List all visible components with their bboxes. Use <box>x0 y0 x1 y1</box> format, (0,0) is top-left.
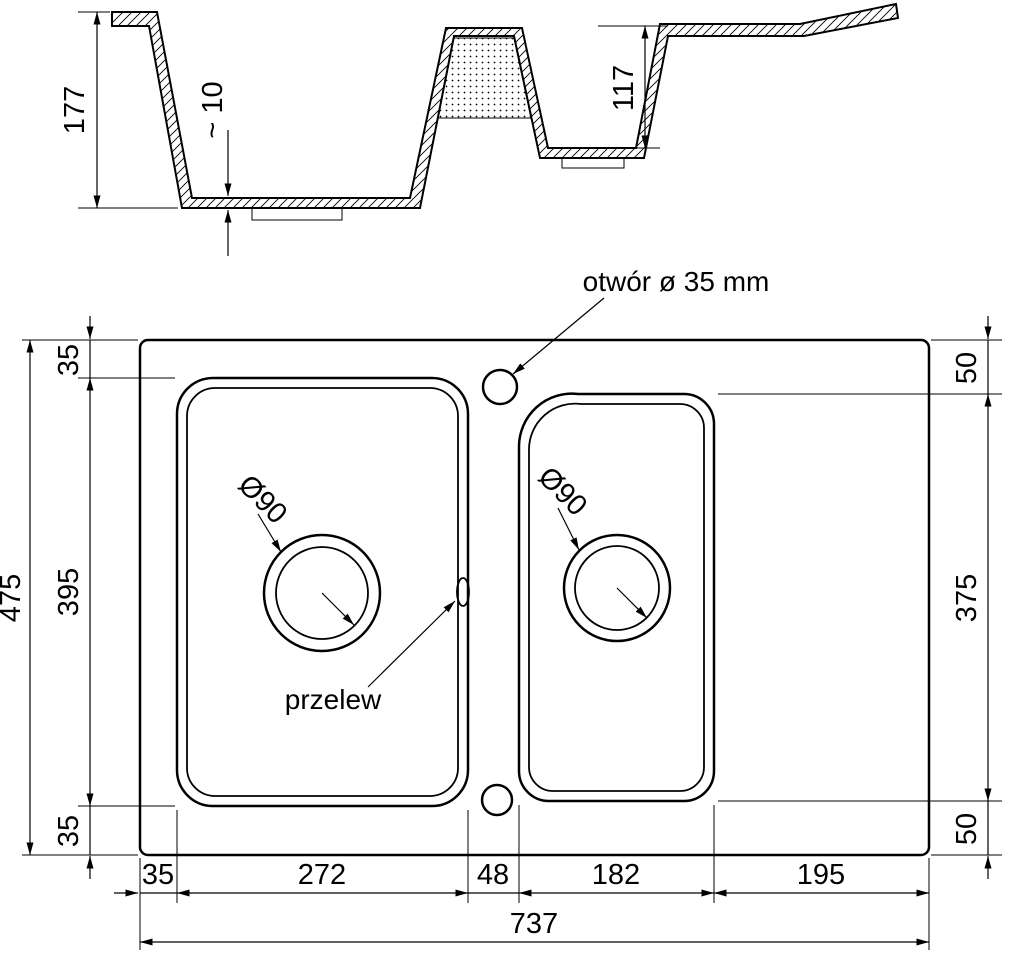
leader-line <box>557 507 580 551</box>
right-bowl-outer <box>517 392 716 803</box>
tap-hole-label: otwór ø 35 mm <box>583 266 770 297</box>
leader-line <box>616 587 648 619</box>
dim-wall-thickness-label: ~ 10 <box>197 81 229 138</box>
height-total-label: 475 <box>0 574 27 622</box>
dims-left: 475 35 395 35 <box>0 316 175 879</box>
section-material-profile <box>111 2 900 209</box>
overflow-label: przelew <box>285 684 382 715</box>
dims-right: 50 375 50 <box>718 316 1002 879</box>
section-view: 177 ~ 10 117 <box>59 2 900 256</box>
left-bottom-label: 35 <box>53 815 85 847</box>
dim-depth-secondary: 117 <box>598 25 668 149</box>
bottom-bowl-left-label: 272 <box>298 859 346 891</box>
left-drain-inner <box>275 546 369 640</box>
overflow-slot <box>456 577 470 607</box>
tap-hole <box>481 368 519 406</box>
right-drain-callout: Ø90 <box>532 461 648 619</box>
leader-line <box>367 600 456 688</box>
left-drain-callout: Ø90 <box>232 469 355 626</box>
dim-depth-total: 177 <box>59 11 178 209</box>
right-drain-label: Ø90 <box>532 461 593 522</box>
bottom-margin-left-label: 35 <box>142 859 174 891</box>
plan-view: otwór ø 35 mm przelew Ø90 Ø90 <box>138 266 931 857</box>
right-middle-label: 375 <box>951 574 983 622</box>
sink-outline <box>138 338 931 857</box>
section-divider-fill <box>437 37 532 119</box>
right-drain-outer <box>562 533 672 643</box>
bottom-bowl-right-label: 182 <box>592 859 640 891</box>
leader-line <box>321 592 355 626</box>
section-drain-recess-right <box>561 158 625 169</box>
section-drain-recess-left <box>251 208 343 221</box>
bottom-drainer-label: 195 <box>797 859 845 891</box>
rear-hole <box>480 783 514 817</box>
dims-bottom: 35 272 48 182 195 737 <box>114 805 930 950</box>
dim-depth-secondary-label: 117 <box>608 65 640 111</box>
tap-hole-callout: otwór ø 35 mm <box>512 266 770 375</box>
left-bowl-inner <box>186 387 459 797</box>
leader-line <box>512 297 605 375</box>
bottom-gap-label: 48 <box>477 859 509 891</box>
left-drain-outer <box>262 533 382 653</box>
leader-line <box>257 513 282 553</box>
right-bottom-label: 50 <box>951 813 983 845</box>
left-top-label: 35 <box>53 344 85 376</box>
dim-depth-total-label: 177 <box>59 86 91 134</box>
right-bowl-inner <box>528 402 705 792</box>
right-drain-inner <box>574 545 660 631</box>
width-total-label: 737 <box>510 908 558 940</box>
right-top-label: 50 <box>951 352 983 384</box>
overflow-callout: przelew <box>285 600 456 715</box>
dim-wall-thickness: ~ 10 <box>197 81 232 256</box>
left-middle-label: 395 <box>53 568 85 616</box>
left-bowl-outer <box>175 376 470 808</box>
